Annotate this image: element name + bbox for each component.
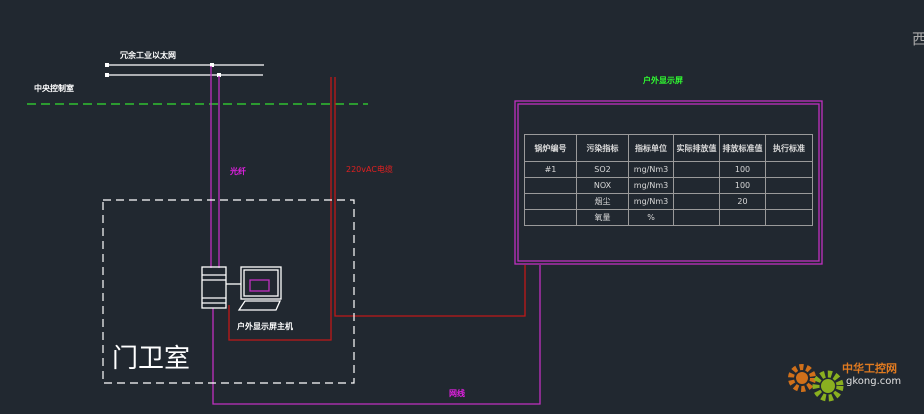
cell (673, 193, 720, 210)
header-cell: 执行标准 (765, 134, 813, 162)
cell (524, 209, 577, 226)
control-room-label: 中央控制室 (34, 84, 74, 93)
display-host-label: 户外显示屏主机 (237, 322, 293, 331)
header-cell: 排放标准值 (719, 134, 766, 162)
cell: 氧量 (576, 209, 629, 226)
outdoor-display-frame-outer (514, 100, 823, 265)
watermark-en: gkong.com (846, 376, 902, 387)
ethernet-label: 冗余工业以太网 (120, 51, 176, 60)
cell (524, 177, 577, 194)
cell (673, 161, 720, 178)
server-icon (201, 266, 241, 309)
cell (719, 209, 766, 226)
cell: mg/Nm3 (628, 161, 674, 178)
header-cell: 污染指标 (576, 134, 629, 162)
cell: SO2 (576, 161, 629, 178)
cell (524, 193, 577, 210)
watermark-logo: 中华工控网 gkong.com (782, 350, 922, 410)
cell: mg/Nm3 (628, 193, 674, 210)
cell: 100 (719, 161, 766, 178)
cell: 20 (719, 193, 766, 210)
cell (765, 209, 813, 226)
bus-nodes (105, 63, 221, 77)
power-cable-label: 220vAC电缆 (346, 165, 393, 174)
network-cable-label: 网线 (449, 389, 465, 398)
table-row: 氧量% (524, 209, 813, 226)
cell: NOX (576, 177, 629, 194)
header-cell: 锅炉编号 (524, 134, 577, 162)
fiber-label: 光纤 (230, 167, 246, 176)
cell: mg/Nm3 (628, 177, 674, 194)
cell (765, 193, 813, 210)
header-cell: 实际排放值 (673, 134, 720, 162)
table-header-row: 锅炉编号 污染指标 指标单位 实际排放值 排放标准值 执行标准 (524, 134, 813, 162)
cell: #1 (524, 161, 577, 178)
gear-icon (788, 364, 844, 402)
header-cell: 指标单位 (628, 134, 674, 162)
cell (765, 177, 813, 194)
guard-room-label: 门卫室 (112, 344, 191, 374)
cell: 100 (719, 177, 766, 194)
computer-icon (237, 266, 282, 311)
fiber-lines (210, 66, 541, 405)
cell (765, 161, 813, 178)
cell: 烟尘 (576, 193, 629, 210)
cell: % (628, 209, 674, 226)
outdoor-display-frame-inner (517, 103, 820, 262)
power-cable-lines (228, 77, 526, 341)
cell (673, 209, 720, 226)
watermark-cn: 中华工控网 (842, 362, 897, 375)
network-cable-line (212, 265, 541, 405)
guard-room-boundary (102, 199, 355, 384)
outdoor-display-title: 户外显示屏 (643, 76, 683, 85)
cell (673, 177, 720, 194)
corner-text: 西 (912, 30, 924, 48)
